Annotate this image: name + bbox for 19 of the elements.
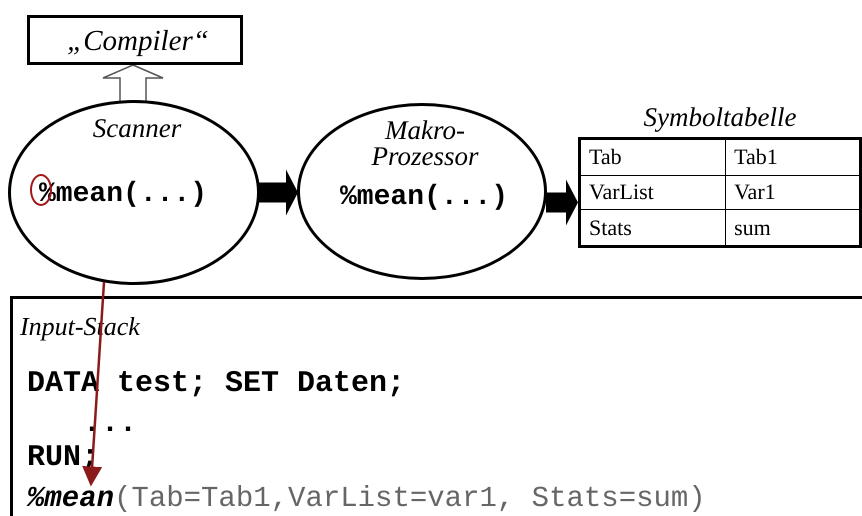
table-cell-text: Tab1: [734, 144, 778, 170]
block-arrow: [259, 170, 298, 216]
table-title: Symboltabelle: [642, 104, 798, 131]
ellipse-title: Makro- Prozessor: [370, 118, 480, 170]
macro-call-code: %mean(Tab=Tab1,VarList=var1, Stats=sum): [27, 482, 787, 514]
box-title: „Compiler“: [66, 27, 210, 56]
table-cell-text: Tab: [589, 144, 622, 170]
compiler-box: [27, 15, 243, 65]
ellipse-title: Scanner: [92, 115, 182, 142]
table-cell-text: Stats: [589, 214, 632, 240]
code-line: RUN;: [27, 443, 100, 473]
table-cell-text: Var1: [734, 179, 776, 204]
table-cell-text: VarList: [589, 179, 654, 204]
block-arrow: [546, 180, 578, 226]
hollow-block-arrow: [102, 64, 164, 103]
macro-call-code: %mean(...): [340, 184, 508, 212]
input-stack-box: [10, 296, 862, 516]
table-cell-text: sum: [734, 214, 771, 240]
arrow: [82, 282, 106, 486]
